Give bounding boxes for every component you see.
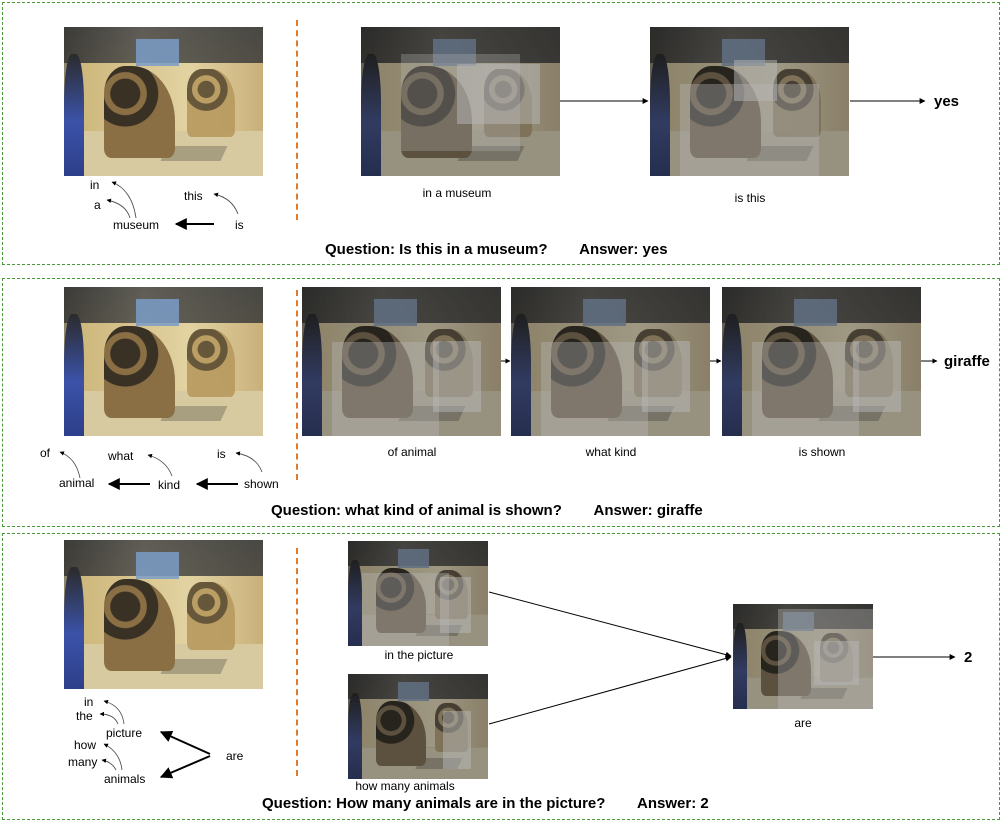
section-divider bbox=[296, 548, 298, 776]
answer-text: yes bbox=[642, 241, 668, 258]
question-text: what kind of animal is shown? bbox=[345, 502, 562, 519]
parse-word: in bbox=[84, 695, 94, 709]
step-caption: is shown bbox=[798, 445, 846, 459]
parse-word: this bbox=[184, 189, 203, 203]
parse-word: in bbox=[90, 178, 100, 192]
answer-text: giraffe bbox=[656, 502, 703, 519]
step-caption: how many animals bbox=[355, 779, 455, 793]
answer-label: Answer: bbox=[637, 795, 697, 812]
question-label: Question: bbox=[271, 502, 341, 519]
example-panel-kind bbox=[2, 278, 1000, 527]
parse-word: a bbox=[94, 198, 101, 212]
attention-map bbox=[348, 674, 488, 779]
example-panel-count bbox=[2, 533, 1000, 820]
attention-map bbox=[650, 27, 849, 176]
parse-word: animals bbox=[104, 772, 146, 786]
question-answer-line: Question: Is this in a museum? Answer: y… bbox=[325, 241, 668, 258]
attention-map bbox=[511, 287, 710, 436]
parse-word: kind bbox=[158, 478, 181, 492]
predicted-answer: yes bbox=[934, 93, 960, 110]
step-caption: of animal bbox=[387, 445, 437, 459]
question-answer-line: Question: How many animals are in the pi… bbox=[262, 795, 709, 812]
question-label: Question: bbox=[262, 795, 332, 812]
attention-map bbox=[733, 604, 873, 709]
input-image bbox=[64, 540, 263, 689]
attention-map bbox=[361, 27, 560, 176]
attention-map bbox=[348, 541, 488, 646]
section-divider bbox=[296, 290, 298, 480]
parse-word: how bbox=[74, 738, 97, 752]
parse-word: of bbox=[40, 446, 51, 460]
answer-label: Answer: bbox=[579, 241, 639, 258]
question-answer-line: Question: what kind of animal is shown? … bbox=[271, 502, 703, 519]
question-label: Question: bbox=[325, 241, 395, 258]
parse-word: animal bbox=[59, 476, 95, 490]
parse-word: is bbox=[235, 218, 244, 232]
answer-label: Answer: bbox=[593, 502, 653, 519]
question-text: Is this in a museum? bbox=[399, 241, 548, 258]
parse-word: museum bbox=[113, 218, 160, 232]
predicted-answer: 2 bbox=[964, 649, 973, 666]
answer-text: 2 bbox=[700, 795, 709, 812]
parse-word: is bbox=[217, 447, 226, 461]
attention-map bbox=[722, 287, 921, 436]
parse-word: many bbox=[68, 755, 98, 769]
parse-word: picture bbox=[106, 726, 143, 740]
step-caption: is this bbox=[734, 191, 766, 205]
input-image bbox=[64, 27, 263, 176]
parse-word: are bbox=[226, 749, 244, 763]
input-image bbox=[64, 287, 263, 436]
question-text: How many animals are in the picture? bbox=[336, 795, 606, 812]
parse-word: what bbox=[108, 449, 134, 463]
predicted-answer: giraffe bbox=[944, 353, 990, 370]
step-caption: in a museum bbox=[422, 186, 492, 200]
parse-word: the bbox=[76, 709, 93, 723]
step-caption: in the picture bbox=[384, 648, 454, 662]
example-panel-museum bbox=[2, 2, 1000, 265]
step-caption: what kind bbox=[585, 445, 637, 459]
step-caption: are bbox=[794, 716, 812, 730]
attention-map bbox=[302, 287, 501, 436]
parse-word: shown bbox=[244, 477, 279, 491]
section-divider bbox=[296, 20, 298, 220]
